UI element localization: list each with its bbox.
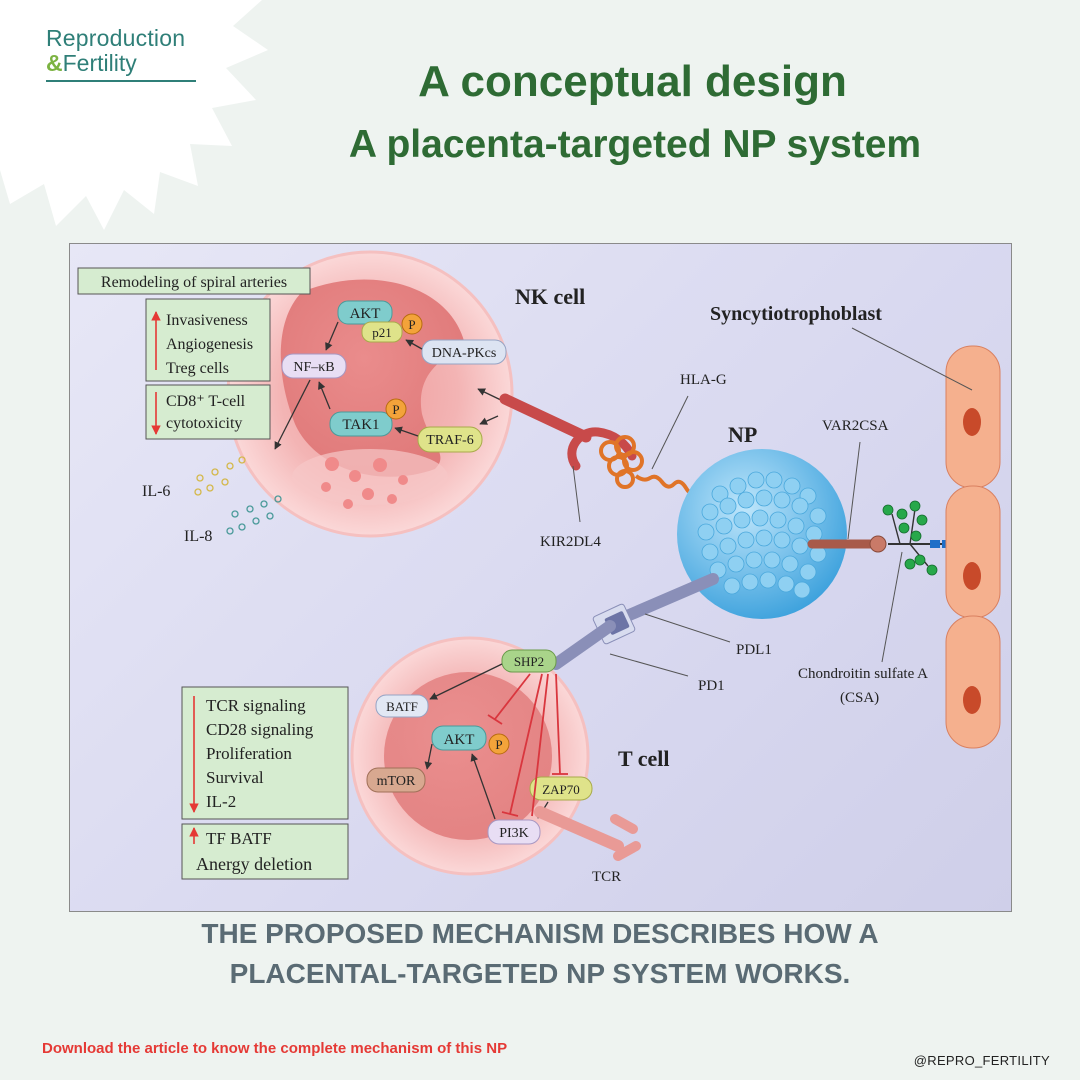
effect-il2: IL-2 <box>206 792 236 811</box>
np-nanoparticle <box>677 449 847 619</box>
node-akt-label: AKT <box>350 306 381 322</box>
node-shp2: SHP2 <box>501 649 557 673</box>
brand-line-1: Reproduction <box>46 25 186 51</box>
effect-invasiveness: Invasiveness <box>166 312 248 329</box>
node-pi3k-label: PI3K <box>499 826 529 841</box>
node-dnapkcs-label: DNA-PKcs <box>432 346 497 361</box>
node-akt: AKT <box>337 300 393 325</box>
il8-label: IL-8 <box>184 528 212 545</box>
node-pi3k: PI3K <box>487 819 541 845</box>
caption-line-2: PLACENTAL-TARGETED NP SYSTEM WORKS. <box>229 958 851 989</box>
remodeling-label: Remodeling of spiral arteries <box>101 274 287 291</box>
phospho-akt-t: P <box>488 733 510 755</box>
starburst-shape <box>0 0 268 230</box>
node-nfkb: NF–κB <box>281 353 347 379</box>
page-subtitle: A placenta-targeted NP system <box>348 123 922 166</box>
t-cell-inhibition <box>487 673 568 817</box>
csa-label-line1: Chondroitin sulfate A <box>798 666 928 682</box>
brand-line-2: &Fertility <box>46 51 196 76</box>
syncytiotrophoblast-label: Syncytiotrophoblast <box>710 303 882 325</box>
kir2dl4-label: KIR2DL4 <box>540 534 601 550</box>
node-shp2-label: SHP2 <box>514 654 544 669</box>
effect-tcr-signaling: TCR signaling <box>206 696 306 715</box>
effect-cytotoxicity: cytotoxicity <box>166 415 242 432</box>
var2csa-label: VAR2CSA <box>822 418 889 434</box>
node-mtor-label: mTOR <box>377 774 416 789</box>
node-tak1-label: TAK1 <box>342 417 379 433</box>
phospho-akt-t-label: P <box>495 737 502 752</box>
node-batf: BATF <box>375 694 429 718</box>
node-traf6: TRAF-6 <box>417 426 483 453</box>
node-zap70-label: ZAP70 <box>542 782 580 797</box>
effect-survival: Survival <box>206 768 264 787</box>
download-cta[interactable]: Download the article to know the complet… <box>42 1040 508 1057</box>
hla-g-label: HLA-G <box>680 372 727 388</box>
effect-cd8: CD8⁺ T-cell <box>166 393 246 410</box>
csa-chain <box>882 500 952 576</box>
nk-granules <box>321 457 408 509</box>
t-cell-title: T cell <box>618 746 670 771</box>
effects-box-top: Remodeling of spiral arteries Invasivene… <box>77 267 311 440</box>
phospho-tak1-label: P <box>392 402 399 417</box>
pdl1-label: PDL1 <box>736 642 772 658</box>
cytokine-dots <box>194 456 282 535</box>
node-dnapkcs: DNA-PKcs <box>421 339 507 365</box>
kir2dl4-receptor <box>499 393 637 471</box>
csa-label-line2: (CSA) <box>840 690 879 706</box>
mechanism-diagram: NK cell AKT p21 P NF–κB DNA-PKcs TAK1 P … <box>77 250 1001 885</box>
brand-ampersand: & <box>46 50 63 76</box>
effect-anergy-deletion: Anergy deletion <box>196 854 312 874</box>
node-batf-label: BATF <box>386 699 418 714</box>
phospho-akt-nk: P <box>401 313 423 335</box>
tcr-label: TCR <box>592 869 621 885</box>
social-handle: @REPRO_FERTILITY <box>913 1053 1050 1068</box>
node-traf6-label: TRAF-6 <box>426 433 473 448</box>
hla-g-ligand <box>599 435 700 497</box>
brand-underline <box>46 80 196 82</box>
effect-tf-batf: TF BATF <box>206 829 272 848</box>
t-cell <box>350 636 590 876</box>
caption-line-1: THE PROPOSED MECHANISM DESCRIBES HOW A <box>201 918 879 949</box>
diagram-panel: NK cell AKT p21 P NF–κB DNA-PKcs TAK1 P … <box>69 243 1012 912</box>
node-tak1: TAK1 <box>329 411 393 437</box>
pd1-label: PD1 <box>698 678 725 694</box>
tcr-receptor <box>534 806 641 861</box>
node-zap70: ZAP70 <box>529 776 593 801</box>
syncytiotrophoblast-cells <box>945 345 1001 749</box>
effect-angiogenesis: Angiogenesis <box>166 336 253 353</box>
node-mtor: mTOR <box>366 767 426 793</box>
effects-box-bottom: TCR signaling CD28 signaling Proliferati… <box>181 686 349 880</box>
np-label: NP <box>728 422 757 447</box>
node-p21-label: p21 <box>372 325 392 340</box>
brand-logo: Reproduction &Fertility <box>46 26 196 82</box>
il6-label: IL-6 <box>142 483 170 500</box>
effect-cd28-signaling: CD28 signaling <box>206 720 314 739</box>
node-akt-t-label: AKT <box>444 732 475 748</box>
page-title: A conceptual design <box>418 57 847 106</box>
node-nfkb-label: NF–κB <box>293 360 334 375</box>
brand-word-fertility: Fertility <box>62 50 137 76</box>
pdl1-pd1-complex <box>550 573 719 670</box>
diagram-caption: THE PROPOSED MECHANISM DESCRIBES HOW A P… <box>0 914 1080 994</box>
var2csa-ligand <box>807 535 887 553</box>
phospho-akt-nk-label: P <box>408 317 415 332</box>
effect-treg: Treg cells <box>166 360 229 377</box>
node-akt-t: AKT <box>431 725 487 751</box>
node-p21: p21 <box>361 321 403 343</box>
phospho-tak1: P <box>385 398 407 420</box>
nk-cell-title: NK cell <box>515 284 585 309</box>
nk-cell <box>226 250 514 538</box>
effect-proliferation: Proliferation <box>206 744 292 763</box>
